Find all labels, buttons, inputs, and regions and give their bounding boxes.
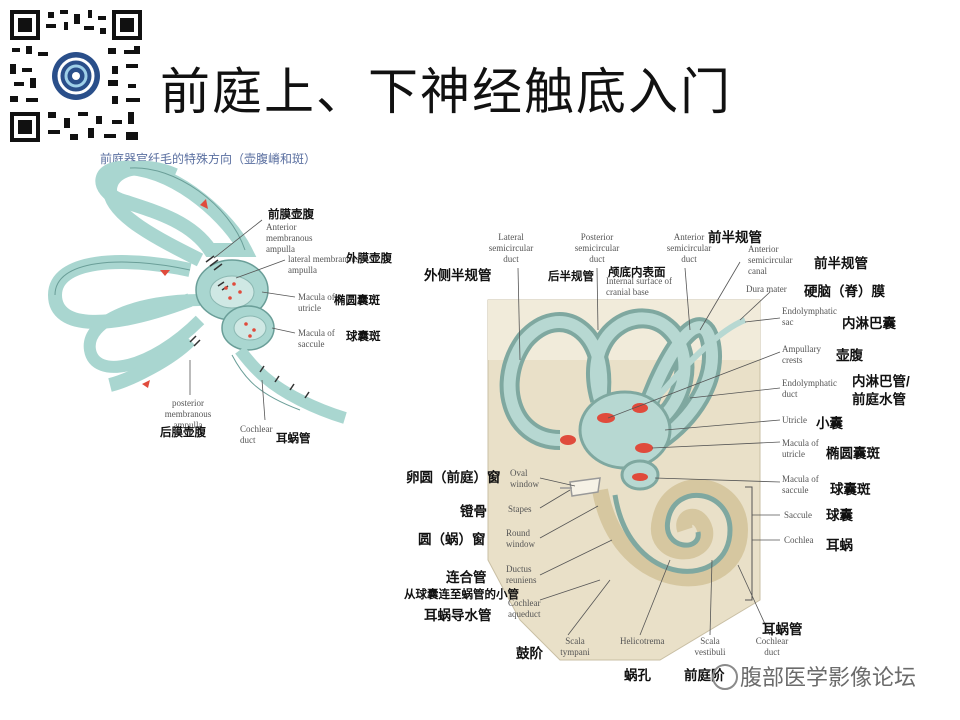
- wechat-icon: [712, 664, 738, 690]
- right-label-stapes-cn: 镫骨: [460, 500, 487, 520]
- right-label-vestibuli-en: Scala vestibuli: [690, 636, 730, 658]
- right-label-macula-utricle-en: Macula of utricle: [782, 438, 826, 460]
- right-label-saccule-cn: 球囊: [826, 504, 853, 524]
- right-label-oval-cn: 卵圆（前庭）窗: [406, 466, 501, 486]
- right-label-utricle-en: Utricle: [782, 415, 807, 426]
- right-label-cochlear-duct-cn: 耳蜗管: [762, 618, 803, 638]
- right-label-helico-cn: 蜗孔: [624, 664, 651, 684]
- right-label-oval-en: Oval window: [510, 468, 544, 490]
- right-label-cochlea-cn: 耳蜗: [826, 534, 853, 554]
- right-label-macula-saccule-en: Macula of saccule: [782, 474, 832, 496]
- right-label-endolymph-duct-en: Endolymphatic duct: [782, 378, 852, 400]
- right-label-round-cn: 圆（蜗）窗: [418, 528, 486, 548]
- right-label-endolymph-duct-cn2: 前庭水管: [852, 388, 906, 408]
- right-label-cochlea-en: Cochlea: [784, 535, 814, 546]
- right-label-saccule-en: Saccule: [784, 510, 812, 521]
- right-label-round-en: Round window: [506, 528, 542, 550]
- right-label-endolymph-sac-cn: 内淋巴囊: [842, 312, 896, 332]
- right-label-anterior-canal-cn: 前半规管: [708, 226, 762, 246]
- right-label-ampullary-cn: 壶腹: [836, 344, 863, 364]
- right-label-cranial-base-en: Internal surface of cranial base: [606, 276, 682, 298]
- right-label-aqueduct-en: Cochlear aqueduct: [508, 598, 552, 620]
- right-label-stapes-en: Stapes: [508, 504, 532, 515]
- right-label-posterior-canal-cn: 后半规管: [548, 268, 594, 284]
- right-label-reuniens-en: Ductus reuniens: [506, 564, 546, 586]
- right-label-dura-cn: 硬脑（脊）膜: [804, 280, 885, 300]
- right-label-reuniens-cn: 连合管: [446, 566, 487, 586]
- right-label-anterior-semicanal-en: Anterior semicircular canal: [748, 244, 812, 277]
- right-label-anterior-semicanal-cn: 前半规管: [814, 252, 868, 272]
- right-label-macula-saccule-cn: 球囊斑: [830, 478, 871, 498]
- right-label-aqueduct-cn: 耳蜗导水管: [424, 604, 492, 624]
- right-label-dura-en: Dura mater: [746, 284, 787, 295]
- right-label-ampullary-en: Ampullary crests: [782, 344, 832, 366]
- right-label-lateral-canal-cn: 外侧半规管: [424, 264, 492, 284]
- right-label-utricle-cn: 小囊: [816, 412, 843, 432]
- right-label-macula-utricle-cn: 椭圆囊斑: [826, 442, 880, 462]
- right-label-reuniens-note: 从球囊连至蜗管的小管: [404, 586, 519, 602]
- right-label-tympani-cn: 鼓阶: [516, 642, 543, 662]
- watermark: 腹部医学影像论坛: [740, 660, 916, 692]
- right-label-endolymph-sac-en: Endolymphatic sac: [782, 306, 840, 328]
- right-label-posterior-canal-en: Posterior semicircular duct: [568, 232, 626, 265]
- right-label-lateral-canal-en: Lateral semicircular duct: [486, 232, 536, 265]
- right-label-helico-en: Helicotrema: [620, 636, 656, 647]
- right-label-endolymph-duct-cn1: 内淋巴管/: [852, 370, 910, 390]
- right-label-cochlear-duct-en: Cochlear duct: [752, 636, 792, 658]
- right-label-tympani-en: Scala tympani: [556, 636, 594, 658]
